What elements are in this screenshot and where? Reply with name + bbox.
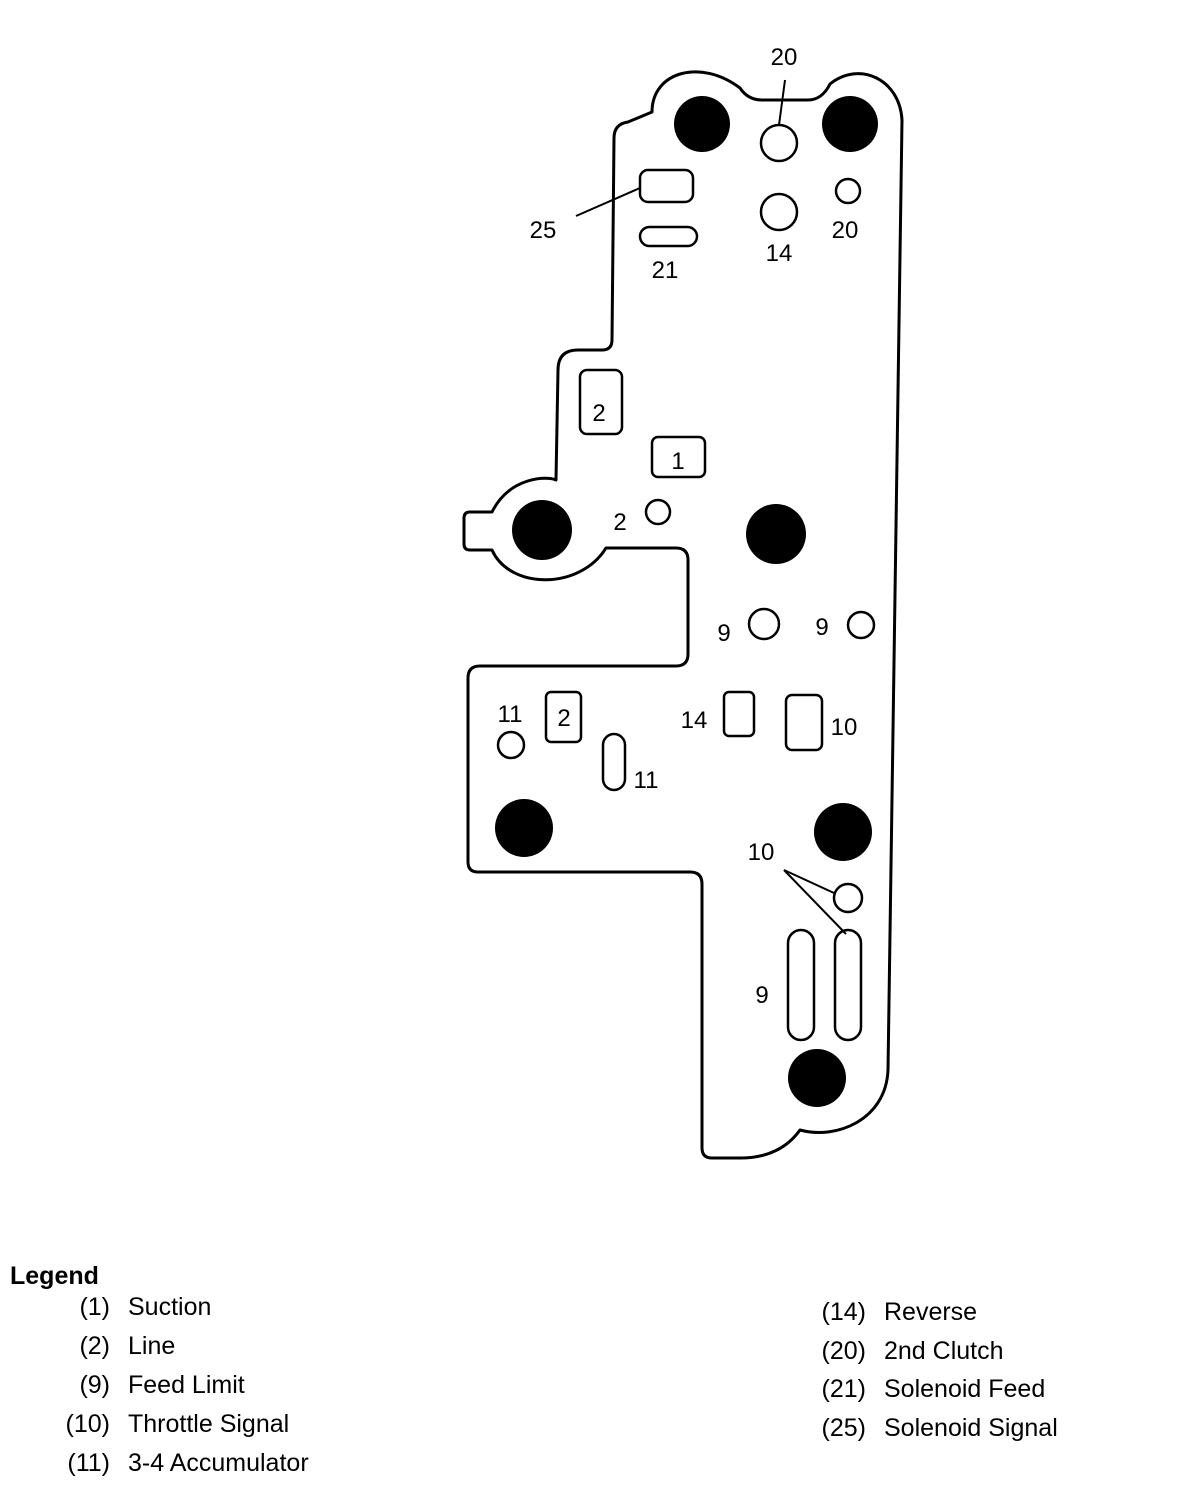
label-20-top: 20: [771, 44, 798, 71]
bolt-hole: [512, 500, 572, 560]
plate-outline: [462, 70, 904, 1160]
leader-line: [778, 79, 786, 126]
port-10-mid: [784, 693, 824, 752]
port-11-left: [496, 730, 526, 760]
bolt-hole: [822, 96, 878, 152]
leader-lines: [575, 79, 847, 935]
legend-code: (2): [79, 1332, 110, 1360]
legend-name: Solenoid Signal: [884, 1414, 1058, 1442]
port-2-box-lower: [544, 690, 583, 744]
label-25: 25: [530, 217, 557, 244]
label-2-small: 2: [613, 509, 626, 536]
leader-line: [575, 187, 641, 217]
bolt-hole: [814, 803, 872, 861]
port-1-box: [650, 435, 707, 479]
port-9-slot: [786, 928, 816, 1042]
label-10-mid: 10: [831, 714, 858, 741]
port-14-top: [759, 192, 799, 232]
legend-name: Suction: [128, 1293, 212, 1321]
legend-code: (25): [821, 1414, 866, 1442]
port-11-slot: [601, 732, 627, 792]
label-21: 21: [652, 257, 679, 284]
legend-item: (25) Solenoid Signal: [0, 1414, 1058, 1443]
legend-item: (21) Solenoid Feed: [0, 1375, 1046, 1404]
legend-item: (1) Suction: [0, 1293, 211, 1322]
bolt-hole: [674, 96, 730, 152]
legend-name: Line: [128, 1332, 176, 1360]
label-10-bottom: 10: [748, 839, 775, 866]
legend-title: Legend: [10, 1262, 99, 1290]
bolt-hole: [495, 799, 553, 857]
legend-code: (1): [79, 1293, 110, 1321]
port-10-slot: [833, 928, 863, 1042]
label-2-box-lower: 2: [557, 705, 570, 732]
leader-line: [783, 869, 835, 894]
port-21: [638, 225, 699, 248]
label-9-right: 9: [815, 614, 828, 641]
port-20-right: [834, 177, 862, 205]
legend-item: (10) Throttle Signal: [0, 1410, 290, 1439]
label-20-right: 20: [832, 217, 859, 244]
spacer-plate-diagram: 20 25 21 14 20 2 1 2 9 9 11 2 14 10 11 1…: [462, 44, 904, 1160]
label-11-left: 11: [498, 701, 523, 728]
port-14-mid: [722, 690, 756, 738]
port-25: [638, 168, 695, 204]
leader-line: [783, 869, 847, 935]
bolt-hole: [746, 504, 806, 564]
legend-code: (20): [821, 1337, 866, 1365]
port-9-left: [747, 607, 781, 641]
label-1-box: 1: [671, 448, 684, 475]
legend-code: (14): [821, 1298, 866, 1326]
port-20-top: [759, 123, 799, 163]
legend-code: (11): [67, 1449, 110, 1477]
legend-name: Solenoid Feed: [884, 1375, 1046, 1403]
label-9-bottom: 9: [755, 982, 768, 1009]
label-14-top: 14: [766, 240, 793, 267]
port-2-small: [644, 498, 672, 526]
label-11-slot: 11: [634, 767, 659, 794]
port-10-bottom: [832, 882, 864, 914]
legend-item: (11) 3-4 Accumulator: [0, 1449, 309, 1478]
legend-item: (2) Line: [0, 1332, 175, 1361]
legend-code: (10): [65, 1410, 110, 1438]
label-14-mid: 14: [681, 707, 708, 734]
label-2-box-upper: 2: [592, 400, 605, 427]
bolt-holes: [495, 96, 878, 1107]
legend-name: 2nd Clutch: [884, 1337, 1004, 1365]
legend-code: (21): [821, 1375, 866, 1403]
legend-name: 3-4 Accumulator: [128, 1449, 309, 1477]
legend-item: (14) Reverse: [0, 1298, 978, 1327]
port-labels: 20 25 21 14 20 2 1 2 9 9 11 2 14 10 11 1…: [498, 44, 859, 1009]
legend-name: Throttle Signal: [128, 1410, 290, 1438]
label-9-left: 9: [717, 620, 730, 647]
port-2-box-upper: [578, 368, 624, 436]
legend-name: Reverse: [884, 1298, 978, 1326]
legend-code: (9): [79, 1371, 110, 1399]
bolt-hole: [788, 1049, 846, 1107]
legend-item: (20) 2nd Clutch: [0, 1337, 1004, 1366]
legend-name: Feed Limit: [128, 1371, 245, 1399]
port-9-right: [846, 610, 876, 640]
legend-item: (9) Feed Limit: [0, 1371, 245, 1400]
ports: [496, 123, 876, 1042]
